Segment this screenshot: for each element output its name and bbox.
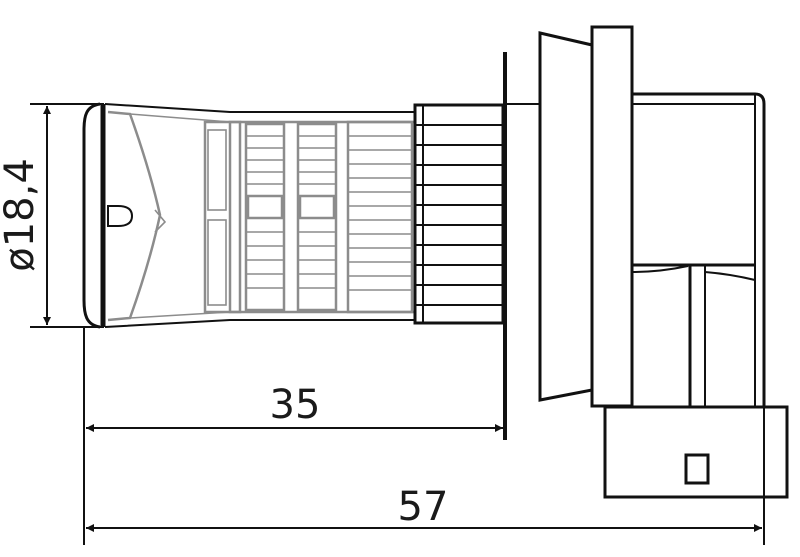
reflector-lines <box>129 113 231 319</box>
connector-slot <box>684 453 710 485</box>
diameter-label: ø18,4 <box>0 158 43 272</box>
lens-notch <box>107 205 134 227</box>
flange-plate <box>590 25 634 408</box>
reflector-outline <box>107 110 162 322</box>
connector <box>603 405 789 499</box>
led-column-2 <box>244 122 286 312</box>
bulb-base <box>603 92 789 499</box>
led-column-1 <box>207 120 242 314</box>
led-column-3 <box>296 122 338 312</box>
length-label-35: 35 <box>270 382 321 428</box>
length-dimension-35: 35 <box>83 327 503 545</box>
lens-bottom-edge <box>104 319 415 328</box>
reflector-tip <box>154 209 167 233</box>
length-dimension-57: 57 <box>86 407 765 545</box>
flange-ring <box>538 31 594 402</box>
heat-sink <box>413 103 505 325</box>
led-array <box>203 120 417 314</box>
led-column-4 <box>346 120 414 314</box>
diameter-dimension: ø18,4 <box>0 103 104 328</box>
length-label-57: 57 <box>398 484 449 530</box>
bulb-lens <box>82 102 415 329</box>
heat-sink-body <box>413 103 505 325</box>
lens-front-cap <box>82 102 101 329</box>
base-outline <box>632 92 766 407</box>
lens-top-edge <box>104 103 415 113</box>
mounting-flange <box>503 25 634 440</box>
